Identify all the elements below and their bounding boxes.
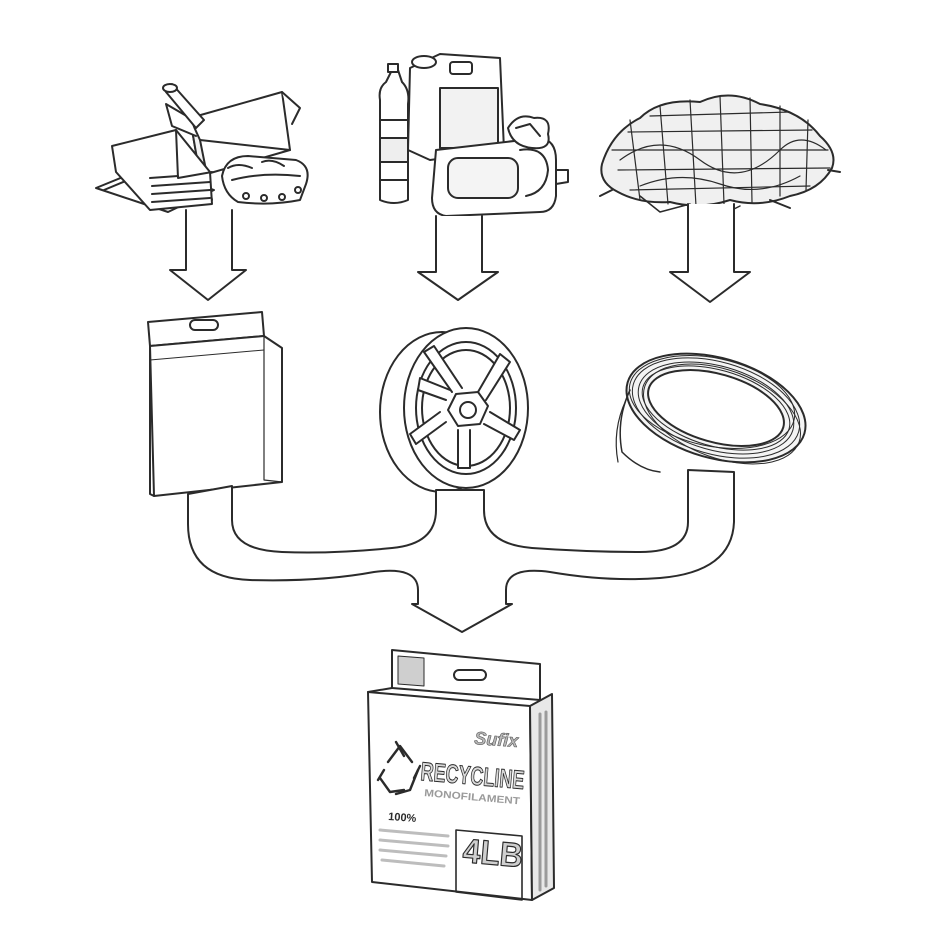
recycle-symbol-icon [376, 740, 422, 796]
arrow-cardboard-to-box [169, 209, 247, 301]
product-strength-frame [455, 829, 523, 901]
line-spool-icon [379, 327, 529, 493]
product-label-lines [378, 828, 450, 868]
plastic-bottles-icon [378, 53, 569, 217]
product-brand: Sufix [474, 728, 520, 751]
cardboard-waste-icon [95, 83, 309, 213]
recycline-product-box [367, 649, 555, 901]
product-percent: 100% [388, 811, 417, 825]
recycled-card-box-icon [147, 311, 283, 497]
monofilament-coil-icon [615, 352, 807, 473]
arrow-nets-to-coil [669, 203, 751, 303]
fishing-net-pile-icon [599, 94, 841, 217]
product-strength: 4LB [461, 832, 524, 875]
merge-arrow [187, 469, 735, 633]
arrow-bottles-to-spool [417, 215, 499, 301]
